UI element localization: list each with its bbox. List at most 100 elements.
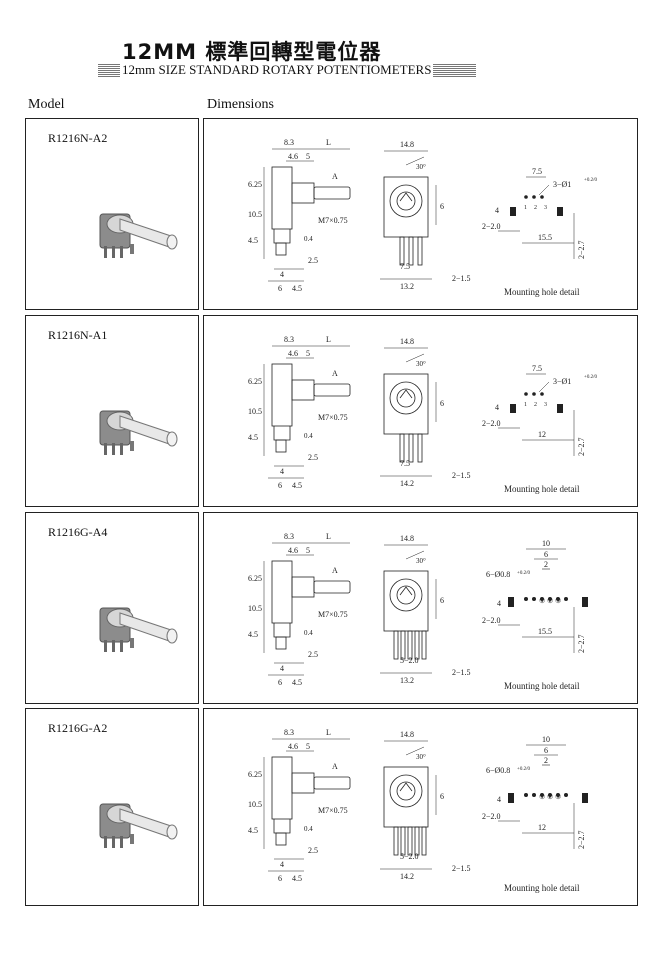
dim-angle: 30° [416, 360, 426, 368]
pin-label-3: ③ [555, 597, 561, 605]
dim-4: 4 [280, 467, 284, 476]
dim-4-5: 4.5 [292, 481, 302, 490]
hole-span: 15.5 [538, 233, 552, 242]
dim-thread: M7×0.75 [318, 806, 348, 815]
potentiometer-photo [99, 803, 178, 848]
dim-angle: 30° [416, 163, 426, 171]
model-cell: R1216N-A2 [25, 118, 199, 310]
dim-4-5-height: 4.5 [248, 236, 258, 245]
column-header-dimensions: Dimensions [207, 97, 274, 112]
dim-14-8: 14.8 [400, 140, 414, 149]
dim-7-5: 7.5 [400, 262, 410, 271]
hole-pattern-6 [508, 744, 588, 803]
dim-4-6: 4.6 [288, 349, 298, 358]
dim-7-5: 5−2.0 [400, 852, 419, 861]
pin-label-2: ② [547, 597, 553, 605]
dim-angle: 30° [416, 557, 426, 565]
hole-sub-2: 2 [544, 756, 548, 765]
mounting-hole-caption: Mounting hole detail [504, 484, 580, 494]
dim-2-5: 2.5 [308, 256, 318, 265]
hole-count: 3−Ø1 [553, 377, 571, 386]
dim-A: A [332, 172, 338, 181]
dim-5: 5 [306, 152, 310, 161]
pin-label-2: 2 [534, 402, 537, 408]
dim-14-8: 14.8 [400, 337, 414, 346]
dim-10-5: 10.5 [248, 407, 262, 416]
dimension-drawing: 8.3 L 4.6 5 A 6.25 10.5 4.5 M7×0.75 0.4 … [248, 335, 597, 494]
dim-6: 6 [278, 678, 282, 687]
dim-thread: M7×0.75 [318, 413, 348, 422]
hole-side: 2−2.7 [577, 240, 586, 259]
dim-5: 5 [306, 546, 310, 555]
hole-slot: 2−2.0 [482, 616, 501, 625]
hole-sub-6: 6 [544, 550, 548, 559]
potentiometer-photo [99, 607, 178, 652]
hole-side: 2−2.7 [577, 437, 586, 456]
hole-span: 12 [538, 430, 546, 439]
model-name: R1216N-A2 [48, 131, 108, 145]
front-view [380, 544, 437, 674]
side-view [263, 738, 351, 872]
dim-L: L [326, 335, 331, 344]
pin-label-3: 3 [544, 205, 547, 211]
pin-label-3: 3 [544, 402, 547, 408]
hole-height: 4 [495, 206, 499, 215]
dim-thread: M7×0.75 [318, 216, 348, 225]
dim-2-5: 2.5 [308, 453, 318, 462]
dim-6: 6 [278, 284, 282, 293]
model-cell: R1216N-A1 [25, 315, 199, 507]
dim-6-25: 6.25 [248, 377, 262, 386]
dim-5: 5 [306, 742, 310, 751]
dim-7-5: 5−2.0 [400, 656, 419, 665]
hole-height: 4 [495, 403, 499, 412]
hole-slot: 2−2.0 [482, 419, 501, 428]
side-view [263, 542, 351, 676]
hole-tolerance: +0.2/0 [584, 178, 597, 183]
mounting-hole-caption: Mounting hole detail [504, 681, 580, 691]
dim-4-5: 4.5 [292, 678, 302, 687]
dimension-cell: 8.3 L 4.6 5 A 6.25 10.5 4.5 M7×0.75 0.4 … [203, 708, 638, 906]
model-cell: R1216G-A2 [25, 708, 199, 906]
dim-L: L [326, 138, 331, 147]
dim-L: L [326, 728, 331, 737]
dim-4: 4 [280, 860, 284, 869]
dim-base-width: 13.2 [400, 676, 414, 685]
pin-label-3: ③ [555, 793, 561, 801]
dim-4-5-height: 4.5 [248, 630, 258, 639]
hole-pitch: 7.5 [532, 167, 542, 176]
dim-6-side: 6 [440, 596, 444, 605]
hole-count: 3−Ø1 [553, 180, 571, 189]
dim-8-3: 8.3 [284, 335, 294, 344]
dimension-cell: 8.3 L 4.6 5 A 6.25 10.5 4.5 M7×0.75 0.4 … [203, 315, 638, 507]
side-view [263, 148, 351, 282]
pin-label-1: 1 [524, 402, 527, 408]
dim-0-4: 0.4 [304, 825, 313, 833]
side-view [263, 345, 351, 479]
pin-label-2: ② [547, 793, 553, 801]
dimension-drawing: 8.3 L 4.6 5 A 6.25 10.5 4.5 M7×0.75 0.4 … [248, 138, 597, 297]
hole-pitch: 7.5 [532, 364, 542, 373]
dim-0-4: 0.4 [304, 629, 313, 637]
dim-4-5-height: 4.5 [248, 433, 258, 442]
dim-A: A [332, 369, 338, 378]
mounting-hole-caption: Mounting hole detail [504, 883, 580, 893]
dim-10-5: 10.5 [248, 210, 262, 219]
dim-8-3: 8.3 [284, 728, 294, 737]
hole-span: 12 [538, 823, 546, 832]
dim-6-side: 6 [440, 399, 444, 408]
hole-sub-2: 2 [544, 560, 548, 569]
dim-10-5: 10.5 [248, 800, 262, 809]
hole-pitch: 10 [542, 735, 550, 744]
hole-span: 15.5 [538, 627, 552, 636]
dim-base-width: 13.2 [400, 282, 414, 291]
dim-A: A [332, 762, 338, 771]
dim-6-25: 6.25 [248, 574, 262, 583]
page-title-english: 12mm SIZE STANDARD ROTARY POTENTIOMETERS [120, 62, 434, 77]
hole-sub-6: 6 [544, 746, 548, 755]
dim-8-3: 8.3 [284, 532, 294, 541]
hole-tolerance: +0.2/0 [517, 767, 530, 772]
dim-pin-note: 2−1.5 [452, 668, 471, 677]
dim-6: 6 [278, 481, 282, 490]
dim-thread: M7×0.75 [318, 610, 348, 619]
front-view [380, 740, 437, 870]
